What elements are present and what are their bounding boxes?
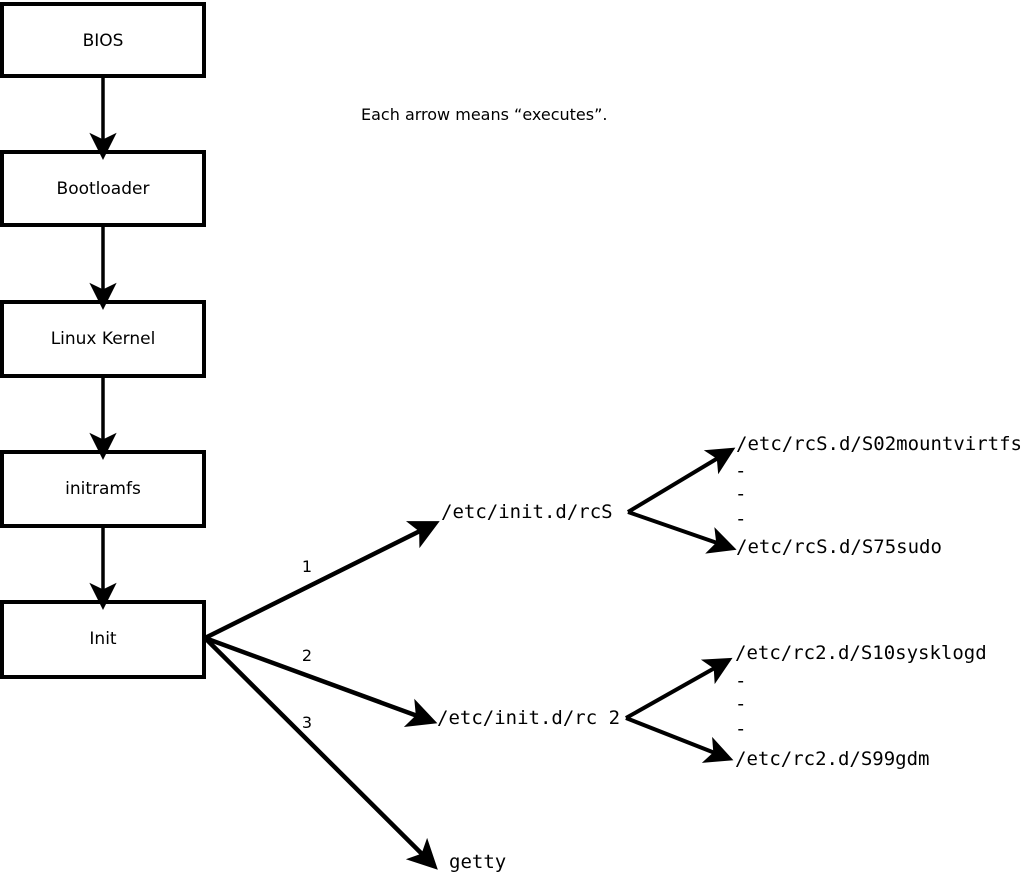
fanout-rc2-scripts: /etc/rc2.d/S10sysklogd - - - /etc/rc2.d/… bbox=[625, 642, 987, 770]
stage-boxes-group: BIOS Bootloader Linux Kernel initramfs I… bbox=[0, 2, 206, 679]
label-rcS-last-script: /etc/rcS.d/S75sudo bbox=[736, 536, 942, 558]
stage-box-bios-label: BIOS bbox=[83, 31, 124, 51]
rc2-ellipsis-dash-1: - bbox=[735, 670, 746, 692]
rcS-ellipsis-dash-3: - bbox=[735, 508, 746, 530]
arrow-init-to-getty bbox=[203, 636, 438, 870]
stage-box-bios[interactable]: BIOS bbox=[0, 2, 206, 78]
stage-box-bootloader-label: Bootloader bbox=[57, 179, 150, 199]
branch-number-1: 1 bbox=[302, 557, 312, 576]
arrow-rcS-to-first-script bbox=[626, 447, 736, 514]
stage-box-init-rect bbox=[0, 600, 206, 679]
diagram-caption: Each arrow means “executes”. bbox=[361, 105, 607, 124]
stage-box-bootloader[interactable]: Bootloader bbox=[0, 150, 206, 227]
label-rc2: /etc/init.d/rc 2 bbox=[437, 707, 620, 729]
arrow-rc2-to-first-script bbox=[625, 657, 733, 720]
arrow-init-to-rcS bbox=[203, 521, 440, 641]
rc2-ellipsis-dash-3: - bbox=[735, 718, 746, 740]
stage-box-kernel-rect bbox=[0, 300, 206, 378]
stage-box-initramfs-label: initramfs bbox=[65, 479, 141, 499]
stage-box-bios-rect bbox=[0, 2, 206, 78]
rcS-ellipsis-dash-2: - bbox=[735, 483, 746, 505]
branch-number-3: 3 bbox=[302, 713, 312, 732]
stage-box-init-label: Init bbox=[89, 629, 117, 649]
label-rcS-first-script: /etc/rcS.d/S02mountvirtfs bbox=[736, 433, 1022, 455]
rcS-ellipsis-dash-1: - bbox=[735, 460, 746, 482]
stage-box-initramfs[interactable]: initramfs bbox=[0, 450, 206, 528]
arrow-rcS-to-last-script bbox=[627, 510, 737, 554]
label-getty: getty bbox=[449, 851, 506, 873]
arrow-rc2-to-last-script bbox=[625, 716, 734, 763]
middle-labels-group: /etc/init.d/rcS /etc/init.d/rc 2 getty bbox=[437, 501, 620, 873]
stage-box-init[interactable]: Init bbox=[0, 600, 206, 679]
branch-number-2: 2 bbox=[302, 646, 312, 665]
stage-box-kernel[interactable]: Linux Kernel bbox=[0, 300, 206, 378]
fanout-rcS-scripts: /etc/rcS.d/S02mountvirtfs - - - /etc/rcS… bbox=[626, 433, 1022, 558]
stage-box-kernel-label: Linux Kernel bbox=[51, 329, 156, 349]
init-branches-group: 1 2 3 bbox=[203, 521, 440, 870]
label-rc2-last-script: /etc/rc2.d/S99gdm bbox=[735, 748, 929, 770]
label-rcS: /etc/init.d/rcS bbox=[441, 501, 613, 523]
arrow-init-to-rc2 bbox=[204, 635, 438, 728]
label-rc2-first-script: /etc/rc2.d/S10sysklogd bbox=[735, 642, 987, 664]
rc2-ellipsis-dash-2: - bbox=[735, 693, 746, 715]
